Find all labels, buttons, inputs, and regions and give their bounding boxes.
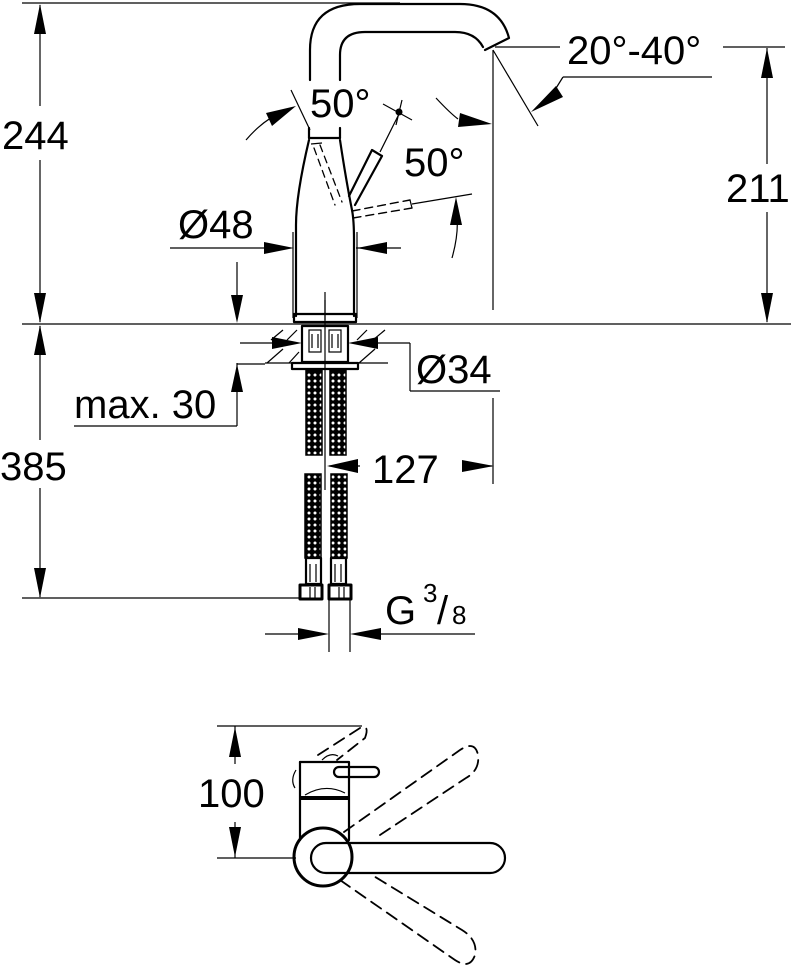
- dim-spout-height: 211: [726, 48, 790, 323]
- dim-spout-angle: 20°-40°: [492, 29, 712, 127]
- dim-hole-diameter: Ø34: [240, 337, 500, 392]
- top-view-handle: [292, 826, 507, 888]
- total-height-label: 244: [2, 114, 69, 158]
- top-view-body: [292, 754, 381, 842]
- spout-height-label: 211: [726, 167, 790, 211]
- dim-countertop-pointer: [231, 262, 243, 323]
- lever-angle-side-label: 50°: [404, 141, 465, 185]
- dim-spout-reach: 127: [327, 398, 494, 492]
- dim-body-diameter: Ø48: [170, 203, 401, 318]
- spout: [308, 2, 511, 82]
- supply-hoses: [298, 300, 353, 652]
- lever-alt-positions: [317, 726, 480, 965]
- thread-label-denominator: 8: [452, 600, 466, 630]
- side-view: 244 211 20°-40°: [0, 2, 791, 652]
- thread-label-g: G: [385, 589, 416, 633]
- spout-angle-label: 20°-40°: [567, 29, 701, 73]
- thread-label-numerator: 3: [423, 578, 437, 608]
- hole-diameter-label: Ø34: [416, 348, 492, 392]
- top-view: 100: [198, 725, 507, 965]
- max-thickness-label: max. 30: [74, 383, 216, 427]
- dim-max-thickness: max. 30: [74, 363, 243, 427]
- dim-lever-angle-top: 50°: [245, 82, 492, 141]
- faucet-body: [292, 126, 358, 324]
- thread-label-slash: /: [437, 589, 449, 633]
- dim-hose-length: 385: [0, 325, 300, 599]
- lever-angle-top-label: 50°: [310, 82, 371, 126]
- body-diameter-label: Ø48: [178, 203, 254, 247]
- lever: [347, 99, 473, 219]
- dim-total-height: 244: [0, 4, 80, 323]
- dim-lever-angle-side: 50°: [404, 141, 465, 259]
- dim-thread: G 3 / 8: [265, 578, 475, 640]
- dim-lever-depth: 100: [198, 725, 362, 859]
- hose-length-label: 385: [0, 445, 67, 489]
- spout-reach-label: 127: [372, 448, 439, 492]
- lever-depth-label: 100: [198, 772, 265, 816]
- countertop-section: [237, 324, 388, 371]
